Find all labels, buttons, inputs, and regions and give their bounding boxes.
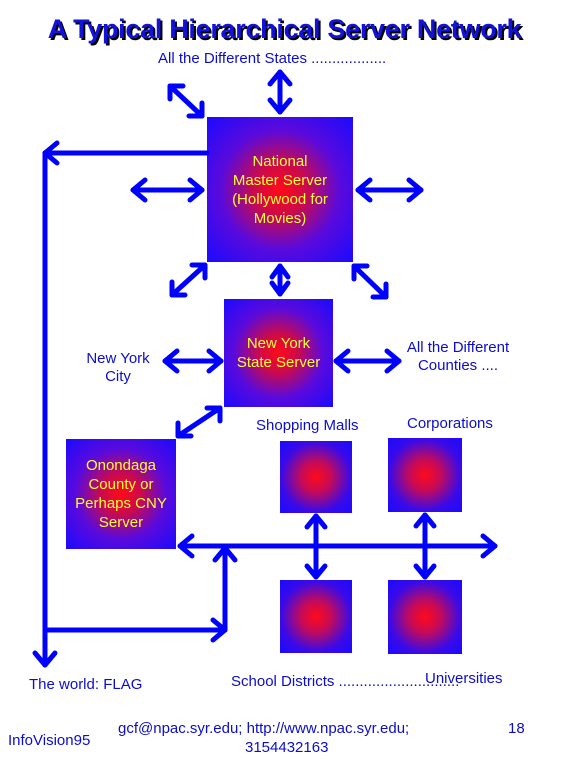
label-shopping-malls: Shopping Malls [256, 417, 359, 434]
national-master-server-label: National Master Server (Hollywood for Mo… [232, 152, 328, 227]
label-all-states: All the Different States ...............… [158, 50, 387, 67]
footer-contact-line-1: gcf@npac.syr.edu; http://www.npac.syr.ed… [118, 720, 410, 737]
label-corporations: Corporations [407, 415, 493, 432]
footer-left-text: InfoVision95 [8, 732, 91, 749]
universities-node [388, 580, 462, 654]
label-world-flag: The world: FLAG [29, 676, 143, 693]
corporations-node [388, 438, 462, 512]
footer-contact-line-2: 3154432163 [245, 739, 329, 756]
label-new-york-city: New York City [86, 350, 150, 385]
label-all-counties: All the Different Counties .... [406, 339, 510, 374]
shopping-malls-node [280, 441, 352, 513]
national-master-server-node: National Master Server (Hollywood for Mo… [207, 117, 353, 262]
new-york-state-server-node: New York State Server [224, 299, 333, 407]
onondaga-county-server-label: Onondaga County or Perhaps CNY Server [75, 457, 167, 531]
new-york-state-server-label: New York State Server [236, 335, 321, 371]
onondaga-county-server-node: Onondaga County or Perhaps CNY Server [66, 439, 176, 549]
label-school-districts: School Districts .......................… [231, 673, 460, 690]
diagram-title: A Typical Hierarchical Server Network [47, 14, 522, 44]
label-universities: Universities [425, 670, 503, 687]
school-districts-node [280, 580, 352, 653]
footer-page-number: 18 [508, 720, 525, 737]
